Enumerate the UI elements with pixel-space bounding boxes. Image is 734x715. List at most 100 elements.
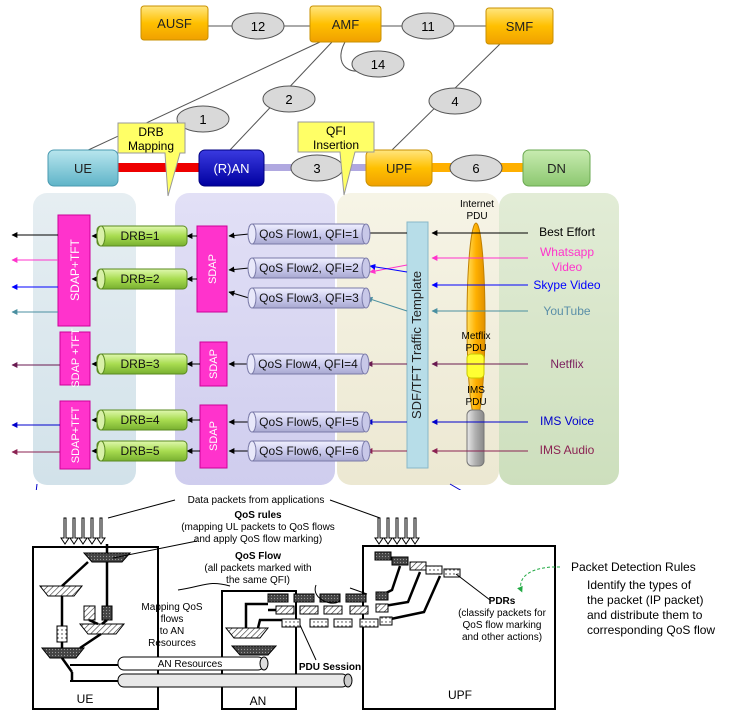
interface-6: 6: [472, 161, 479, 176]
qos-flow-title: QoS Flow: [235, 551, 281, 562]
svg-text:Internet: Internet: [460, 199, 494, 210]
pdr-note-line-2: the packet (IP packet): [587, 593, 704, 607]
pdrs-line-2: QoS flow marking: [463, 620, 542, 631]
qos-rules-line-1: (mapping UL packets to QoS flows: [181, 522, 335, 533]
svg-text:IMS Audio: IMS Audio: [540, 443, 595, 457]
interface-14: 14: [371, 57, 385, 72]
ue-node: UE: [47, 149, 119, 187]
mapping-line-0: Mapping QoS: [141, 602, 202, 613]
drb-2: DRB=2: [96, 268, 188, 290]
qos-flow-2: QoS Flow2, QFI=2: [247, 257, 371, 279]
drb-mapping-callout: DRB Mapping: [117, 122, 186, 197]
sdf-tft-template: SDF/TFT Traffic Template: [406, 221, 429, 469]
qos-rules-line-2: and apply QoS flow marking): [194, 534, 322, 545]
interface-4: 4: [451, 94, 458, 109]
upf-node: UPF: [365, 149, 433, 187]
svg-text:Best Effort: Best Effort: [539, 225, 595, 239]
svg-text:QoS Flow5, QFI=5: QoS Flow5, QFI=5: [259, 415, 359, 429]
svg-text:SDAP: SDAP: [208, 349, 220, 379]
ran-sdap-3: SDAP: [199, 404, 228, 469]
pdr-note-line-3: and distribute them to: [587, 608, 703, 622]
ims-pdu: IMS PDU: [465, 385, 487, 467]
qos-flow-6: QoS Flow6, QFI=6: [247, 440, 371, 462]
svg-text:UE: UE: [74, 161, 92, 176]
ue-sdap-tft-3: SDAP+TFT: [59, 400, 91, 470]
svg-text:SDAP+TFT: SDAP+TFT: [70, 406, 82, 463]
pdrs-title: PDRs: [489, 596, 516, 607]
app-label-4: YouTube: [543, 304, 590, 318]
ue-ran-link: [118, 163, 200, 172]
ue-sdap-tft-1: SDAP+TFT: [57, 214, 91, 327]
app-label-6: IMS Voice: [540, 414, 594, 428]
drb-3: DRB=3: [96, 353, 188, 375]
pdu-session-label: PDU Session: [299, 662, 361, 673]
drb-5: DRB=5: [96, 440, 188, 462]
svg-text:SDF/TFT Traffic Template: SDF/TFT Traffic Template: [409, 271, 424, 419]
svg-text:DRB=5: DRB=5: [120, 444, 159, 458]
svg-text:DRB=3: DRB=3: [120, 357, 159, 371]
an-frame: [221, 590, 297, 710]
svg-text:Insertion: Insertion: [313, 138, 359, 152]
mapping-line-1: flows: [161, 614, 184, 625]
ue-sdap-tft-2: SDAP +TFT: [59, 328, 91, 388]
qos-flow-line-2: the same QFI): [226, 575, 290, 586]
svg-text:(R)AN: (R)AN: [213, 161, 249, 176]
svg-text:DRB: DRB: [138, 125, 163, 139]
svg-text:DRB=2: DRB=2: [120, 272, 159, 286]
data-packets-label: Data packets from applications: [188, 495, 325, 506]
interface-3: 3: [313, 161, 320, 176]
svg-text:QoS Flow4, QFI=4: QoS Flow4, QFI=4: [258, 357, 358, 371]
qos-rules-title: QoS rules: [234, 510, 282, 521]
drb-1: DRB=1: [96, 225, 188, 247]
mapping-line-3: Resources: [148, 638, 196, 649]
svg-text:Skype Video: Skype Video: [533, 278, 600, 292]
svg-text:SDAP: SDAP: [208, 421, 220, 451]
bottom-upf-label: UPF: [448, 688, 472, 702]
svg-text:SDAP +TFT: SDAP +TFT: [70, 328, 82, 388]
svg-text:PDU: PDU: [466, 211, 487, 222]
svg-text:QoS Flow2, QFI=2: QoS Flow2, QFI=2: [259, 261, 359, 275]
dn-panel: [499, 193, 619, 485]
svg-text:UPF: UPF: [386, 161, 412, 176]
qos-flow-4: QoS Flow4, QFI=4: [246, 353, 370, 375]
metflix-pdu: Metflix PDU: [462, 331, 491, 379]
mapping-line-2: to AN: [160, 626, 184, 637]
an-resources-label: AN Resources: [158, 659, 222, 670]
qfi-insertion-callout: QFI Insertion: [297, 121, 375, 196]
svg-text:Whatsapp: Whatsapp: [540, 245, 594, 259]
interface-badges: [176, 12, 482, 133]
app-label-5: Netflix: [550, 357, 583, 371]
svg-text:PDU: PDU: [465, 397, 486, 408]
bottom-an-label: AN: [250, 694, 267, 708]
svg-text:IMS Voice: IMS Voice: [540, 414, 594, 428]
app-label-1: Best Effort: [539, 225, 595, 239]
svg-text:QoS Flow3, QFI=3: QoS Flow3, QFI=3: [259, 291, 359, 305]
pdr-note-line-4: corresponding QoS flow: [587, 623, 715, 637]
drb-4: DRB=4: [96, 409, 188, 431]
svg-text:SMF: SMF: [506, 19, 534, 34]
svg-text:DN: DN: [547, 161, 566, 176]
svg-text:AMF: AMF: [332, 17, 360, 32]
svg-text:Metflix: Metflix: [462, 331, 491, 342]
app-label-3: Skype Video: [533, 278, 600, 292]
bottom-schematic: Data packets from applications QoS rules…: [22, 490, 562, 712]
qos-flow-3: QoS Flow3, QFI=3: [247, 287, 371, 309]
pdr-pointer-arrow: [517, 566, 561, 593]
svg-text:Video: Video: [552, 260, 583, 274]
svg-text:QFI: QFI: [326, 124, 346, 138]
interface-1: 1: [199, 112, 206, 127]
ran-node: (R)AN: [198, 149, 265, 187]
pdrs-line-1: (classify packets for: [458, 608, 546, 619]
app-label-7: IMS Audio: [540, 443, 595, 457]
ran-sdap-2: SDAP: [199, 341, 228, 387]
svg-text:Mapping: Mapping: [128, 139, 174, 153]
smf-node: SMF: [485, 7, 554, 45]
interface-12: 12: [251, 19, 265, 34]
ausf-node: AUSF: [140, 5, 209, 41]
pdrs-line-3: and other actions): [462, 632, 542, 643]
svg-text:IMS: IMS: [467, 385, 485, 396]
svg-text:Netflix: Netflix: [550, 357, 583, 371]
svg-text:AUSF: AUSF: [157, 16, 192, 31]
